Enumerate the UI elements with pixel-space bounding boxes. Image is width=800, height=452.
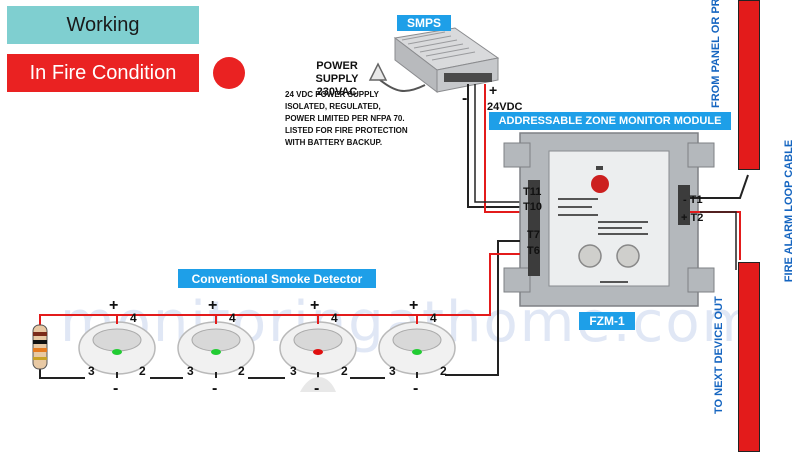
detector-2-terminal-2: 2 — [238, 364, 245, 378]
smps-label: SMPS — [397, 15, 451, 31]
detector-3-plus: + — [310, 297, 319, 314]
detector-4-plus: + — [409, 297, 418, 314]
power-supply-desc-line: WITH BATTERY BACKUP. — [285, 138, 383, 147]
fzm-1-module — [503, 132, 715, 307]
fire-indicator-dot — [213, 57, 245, 89]
psu-minus: - — [462, 90, 467, 107]
terminal-t2: + T2 — [681, 212, 703, 224]
power-supply-desc-line: ISOLATED, REGULATED, — [285, 102, 381, 111]
from-panel-label: FROM PANEL OR PREVIOUS DEVICE — [710, 0, 722, 108]
detector-2-minus: - — [212, 380, 217, 397]
psu-output-label: 24VDC — [487, 101, 523, 113]
detector-section-title: Conventional Smoke Detector — [178, 269, 376, 288]
smoke-detector-3 — [279, 315, 357, 392]
power-supply-description: 24 VDC POWER SUPPLY ISOLATED, REGULATED,… — [285, 89, 408, 149]
module-model-label: FZM-1 — [579, 312, 635, 330]
smoke-detector-4 — [378, 315, 456, 378]
terminal-t11: T11 — [523, 186, 541, 198]
status-fire-button[interactable]: In Fire Condition — [7, 54, 199, 92]
detector-3-minus: - — [314, 380, 319, 397]
led-green-indicator — [211, 349, 221, 355]
detector-4-terminal-2: 2 — [440, 364, 447, 378]
power-supply-desc-line: LISTED FOR FIRE PROTECTION — [285, 126, 408, 135]
power-supply-title-line2: 230VAC — [316, 86, 358, 98]
psu-plus: + — [489, 82, 497, 98]
detector-4-terminal-3: 3 — [389, 364, 396, 378]
detector-1-terminal-4: 4 — [130, 311, 137, 325]
loop-cable-out-bar — [738, 262, 760, 452]
terminal-t10: T10 — [523, 201, 542, 213]
smoke-detector-1 — [78, 315, 156, 378]
led-green-indicator — [112, 349, 122, 355]
detector-3-terminal-2: 2 — [341, 364, 348, 378]
loop-cable-label: FIRE ALARM LOOP CABLE — [783, 139, 797, 283]
detector-2-plus: + — [208, 297, 217, 314]
detector-3-terminal-4: 4 — [331, 311, 338, 325]
terminal-t1: - T1 — [683, 194, 703, 206]
eol-resistor — [32, 324, 48, 370]
power-supply-title-line1: POWER SUPPLY — [315, 60, 359, 85]
smoke-puff — [300, 377, 336, 392]
power-supply-title: POWER SUPPLY 230VAC — [297, 60, 377, 99]
plug-icon — [368, 62, 388, 81]
terminal-t6: T6 — [527, 245, 540, 257]
detector-1-terminal-2: 2 — [139, 364, 146, 378]
status-working-button[interactable]: Working — [7, 6, 199, 44]
detector-1-plus: + — [109, 297, 118, 314]
detector-1-minus: - — [113, 380, 118, 397]
terminal-t7: T7 — [527, 229, 540, 241]
smps-unit — [393, 27, 500, 94]
module-title: ADDRESSABLE ZONE MONITOR MODULE — [489, 112, 731, 130]
detector-4-minus: - — [413, 380, 418, 397]
led-red-indicator — [313, 349, 323, 355]
detector-2-terminal-3: 3 — [187, 364, 194, 378]
detector-3-terminal-3: 3 — [290, 364, 297, 378]
smoke-detector-2 — [177, 315, 255, 378]
power-supply-desc-line: POWER LIMITED PER NFPA 70. — [285, 114, 405, 123]
detector-2-terminal-4: 4 — [229, 311, 236, 325]
loop-cable-in-bar — [738, 0, 760, 170]
detector-4-terminal-4: 4 — [430, 311, 437, 325]
led-green-indicator — [412, 349, 422, 355]
power-supply-desc-line: 24 VDC POWER SUPPLY — [285, 90, 379, 99]
detector-1-terminal-3: 3 — [88, 364, 95, 378]
to-next-device-label: TO NEXT DEVICE OUT — [713, 296, 725, 414]
